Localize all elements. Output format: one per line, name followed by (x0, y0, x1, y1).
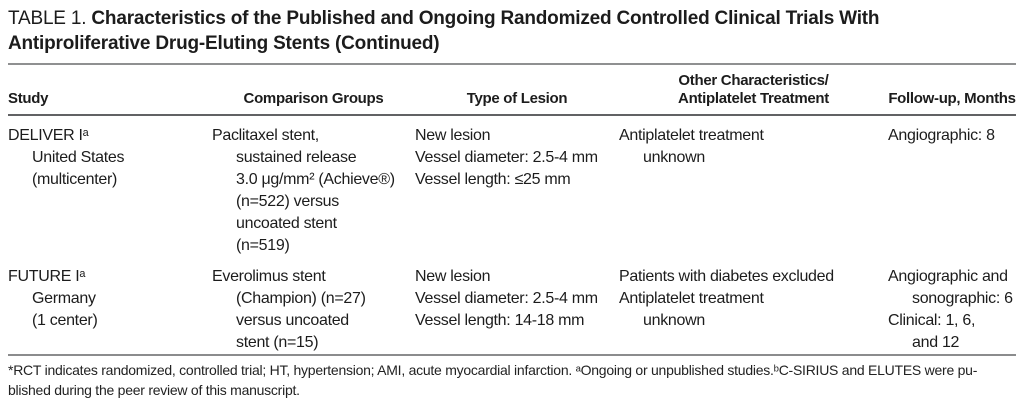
header-cell-type-of-lesion: Type of Lesion (415, 90, 619, 108)
cell-line: unknown (643, 149, 705, 166)
footnote-line-2: blished during the peer review of this m… (8, 382, 300, 398)
cell-line: (n=519) (236, 237, 290, 254)
cell-line: Paclitaxel stent, (212, 127, 319, 144)
header-label: Comparison Groups (243, 90, 384, 107)
cell-line: Vessel length: ≤25 mm (415, 171, 571, 188)
cell-line: New lesion (415, 268, 491, 285)
rule-bottom (8, 354, 1016, 356)
header-label-line-1: Other Characteristics/ (678, 72, 829, 89)
table-cell: DELIVER Iᵃ United States (multicenter) (8, 116, 212, 257)
header-label-line-2: Antiplatelet Treatment (678, 90, 829, 107)
cell-line: Vessel diameter: 2.5-4 mm (415, 290, 598, 307)
cell-line: Patients with diabetes excluded (619, 268, 834, 285)
cell-line: Vessel length: 14-18 mm (415, 312, 585, 329)
header-cell-study: Study (8, 90, 212, 108)
cell-line: (multicenter) (32, 171, 118, 188)
table-body: DELIVER Iᵃ United States (multicenter) Pacl… (8, 116, 1016, 354)
table-title-label: TABLE 1. (8, 8, 87, 29)
cell-line: Everolimus stent (212, 268, 326, 285)
table-cell: Everolimus stent (Champion) (n=27) versus … (212, 257, 415, 354)
table-header-row: Study Comparison Groups Type of Lesion O… (8, 65, 1016, 114)
cell-line: Germany (32, 290, 96, 307)
rule-top (8, 63, 1016, 65)
table-cell: Angiographic and sonographic: 6 Clinical: … (888, 257, 1016, 354)
footnote: *RCT indicates randomized, controlled tr… (8, 360, 1016, 400)
header-cell-other-characteristics: Other Characteristics/ Antiplatelet Trea… (619, 72, 888, 108)
cell-line: United States (32, 149, 125, 166)
header-cell-comparison-groups: Comparison Groups (212, 90, 415, 108)
table-cell: Paclitaxel stent, sustained release 3.0 μg… (212, 116, 415, 257)
cell-line: uncoated stent (236, 215, 337, 232)
header-label: Follow-up, Months (888, 90, 1016, 107)
cell-line: Clinical: 1, 6, (888, 312, 976, 329)
table-title-text: Characteristics of the Published and Ong… (8, 8, 880, 54)
table-cell: Angiographic: 8 (888, 116, 1016, 257)
header-label: Study (8, 90, 49, 107)
cell-line: New lesion (415, 127, 491, 144)
cell-line: FUTURE Iᵃ (8, 268, 86, 285)
header-label: Type of Lesion (466, 90, 568, 107)
cell-line: and 12 (912, 334, 960, 351)
footnote-line-1: *RCT indicates randomized, controlled tr… (8, 362, 978, 378)
cell-line: (Champion) (n=27) (236, 290, 366, 307)
cell-line: (n=522) versus (236, 193, 339, 210)
table-cell: FUTURE Iᵃ Germany (1 center) (8, 257, 212, 354)
cell-line: Angiographic: 8 (888, 127, 995, 144)
cell-line: 3.0 μg/mm² (Achieve®) (236, 171, 395, 188)
cell-line: DELIVER Iᵃ (8, 127, 89, 144)
header-cell-follow-up: Follow-up, Months (888, 90, 1016, 108)
cell-line: Antiplatelet treatment (619, 127, 764, 144)
cell-line: Angiographic and (888, 268, 1008, 285)
table-title: TABLE 1. Characteristics of the Publishe… (8, 0, 940, 56)
cell-line: versus uncoated (236, 312, 349, 329)
cell-line: unknown (643, 312, 705, 329)
cell-line: sustained release (236, 149, 357, 166)
cell-line: stent (n=15) (236, 334, 319, 351)
cell-line: Vessel diameter: 2.5-4 mm (415, 149, 598, 166)
cell-line: sonographic: 6 (912, 290, 1013, 307)
cell-line: (1 center) (32, 312, 98, 329)
rule-header (8, 114, 1016, 116)
cell-line: Antiplatelet treatment (619, 290, 764, 307)
table-cell: Antiplatelet treatment unknown (619, 116, 888, 257)
